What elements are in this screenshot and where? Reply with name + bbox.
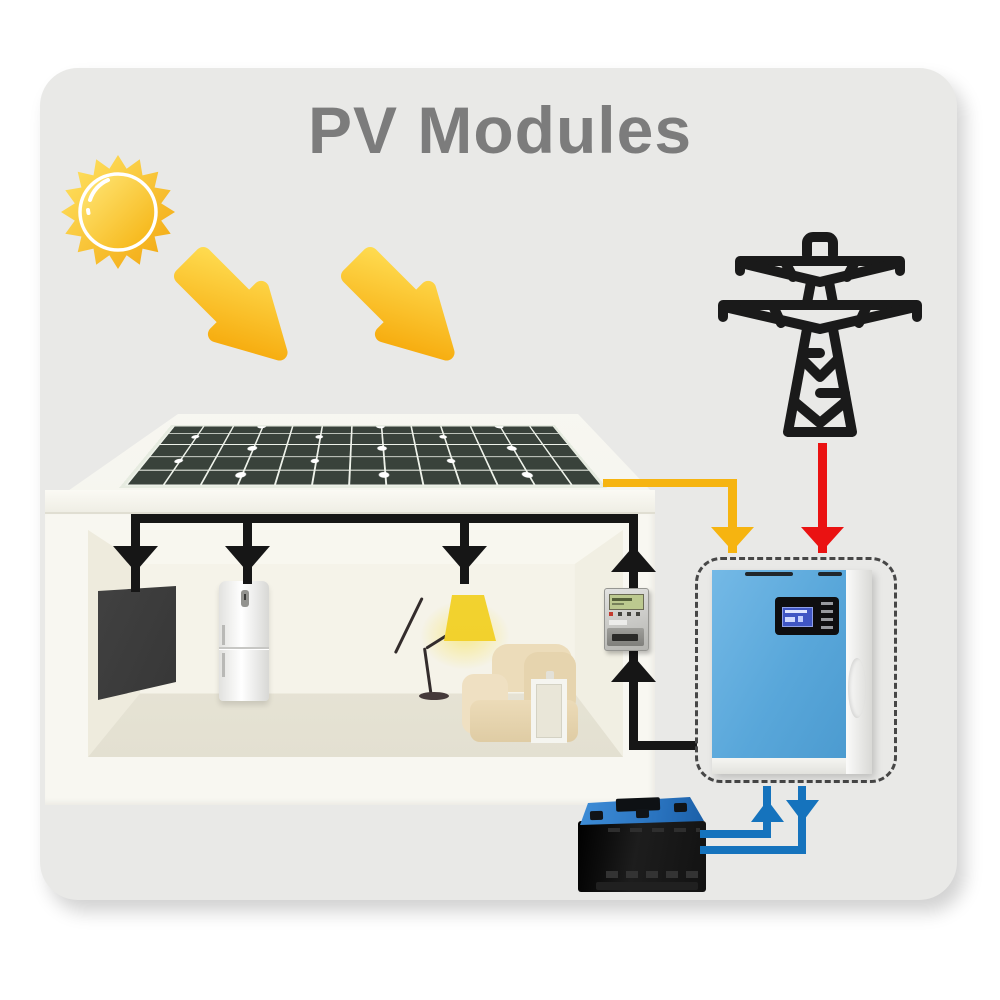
sunlight-arrow-2-icon [340, 246, 455, 361]
meter-indicators [609, 612, 643, 616]
inverter-vent [818, 572, 842, 576]
solar-panel-icon [119, 424, 607, 488]
inverter-dashed-boundary [695, 557, 897, 783]
battery-cap [589, 810, 604, 821]
solar-inverter-icon [712, 570, 872, 774]
fridge-display [241, 590, 249, 607]
battery-wire-charge-horizontal [700, 830, 771, 838]
storage-battery-icon [578, 795, 706, 895]
battery-cap [673, 802, 688, 813]
house-cutaway [45, 514, 655, 805]
room-ceiling [88, 530, 623, 565]
load-wire-ceiling [131, 514, 638, 523]
inverter-buttons [821, 602, 833, 630]
meter-slot [612, 634, 638, 641]
refrigerator-icon [219, 581, 269, 701]
lamp-base [419, 692, 449, 700]
pv-wire-vertical [728, 479, 737, 553]
battery-vents [606, 871, 702, 878]
battery-body [578, 821, 706, 892]
electric-meter-icon [604, 588, 649, 651]
battery-cap [635, 808, 650, 819]
pv-wire-horizontal [603, 479, 733, 487]
fridge-handle [222, 653, 225, 677]
inverter-side-panel [846, 570, 872, 774]
meter-label [609, 620, 627, 625]
fridge-door-divider [219, 647, 269, 650]
battery-wire-discharge-horizontal [700, 846, 806, 854]
inverter-display [775, 597, 839, 635]
battery-lip [596, 882, 698, 890]
power-tower-icon [718, 232, 922, 437]
meter-lcd [609, 594, 644, 610]
sun-icon [61, 155, 175, 269]
load-wire-to-inverter [629, 741, 697, 750]
lantern-knob [546, 671, 554, 680]
battery-stripe [608, 828, 700, 832]
sunlight-arrow-1-icon [173, 246, 288, 361]
fridge-handle [222, 625, 225, 645]
roof-fascia [45, 490, 655, 514]
lantern-table-icon [531, 671, 569, 745]
inverter-vent [745, 572, 793, 576]
lantern-frame [531, 679, 567, 743]
inverter-lcd [782, 607, 813, 627]
grid-wire-vertical [818, 443, 827, 553]
inverter-base [712, 758, 846, 774]
page-title: PV Modules [307, 93, 693, 167]
